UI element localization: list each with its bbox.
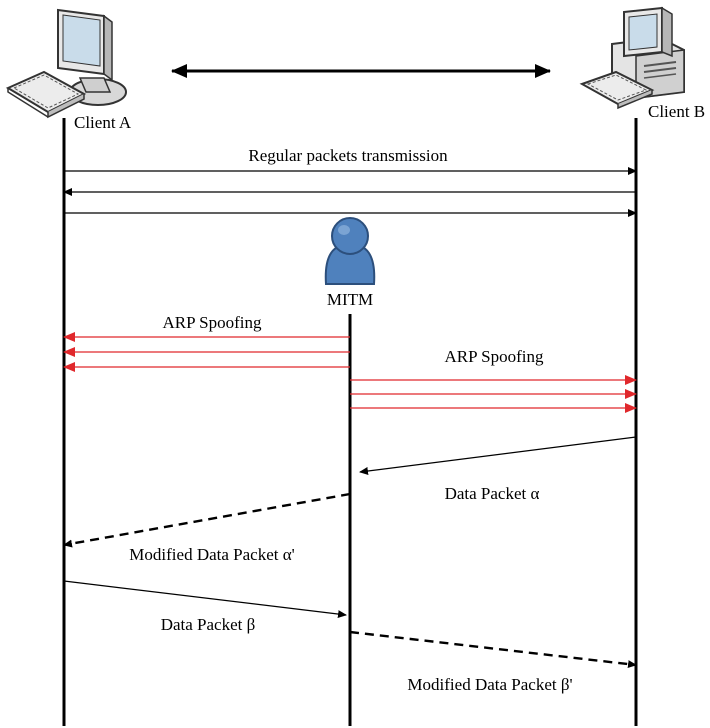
mitm-label: MITM	[327, 290, 373, 309]
modified-beta-arrow	[349, 630, 637, 669]
client-b-label: Client B	[648, 102, 705, 121]
data-packet-beta-arrow	[63, 580, 347, 619]
desktop-tower-computer-icon	[579, 6, 685, 110]
data-packet-alpha-arrow	[359, 436, 637, 475]
client-a-label: Client A	[74, 113, 132, 132]
regular-packets-label: Regular packets transmission	[248, 146, 448, 165]
data-packet-alpha-label: Data Packet α	[445, 484, 540, 503]
arp-spoofing-a-label: ARP Spoofing	[162, 313, 262, 332]
modified-alpha-arrow	[63, 492, 351, 548]
modified-alpha-label: Modified Data Packet α'	[129, 545, 294, 564]
arp-spoofing-b-label: ARP Spoofing	[444, 347, 544, 366]
desktop-computer-icon	[5, 8, 127, 119]
modified-beta-label: Modified Data Packet β'	[407, 675, 572, 694]
data-packet-beta-label: Data Packet β	[161, 615, 256, 634]
person-icon	[324, 217, 376, 285]
